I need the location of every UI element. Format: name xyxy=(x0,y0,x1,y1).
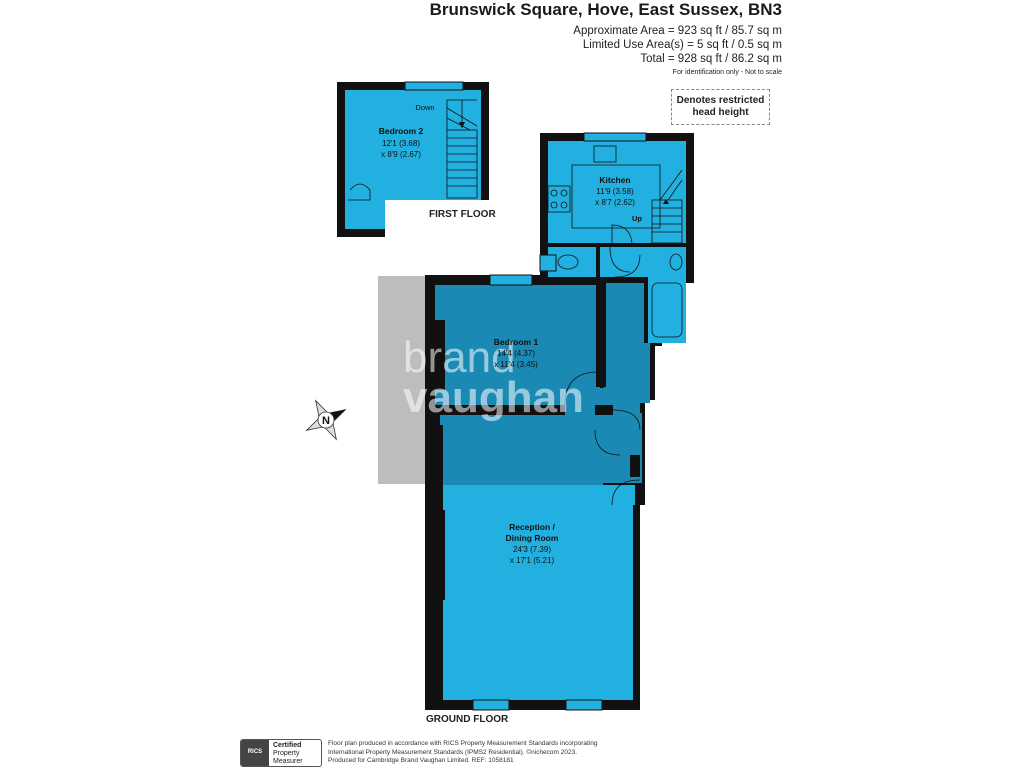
watermark: brand vaughan xyxy=(403,333,584,422)
footer-line-2: International Property Measurement Stand… xyxy=(328,748,578,756)
bedroom2-dim1: 12'1 (3.68) xyxy=(382,139,420,148)
kitchen-name: Kitchen xyxy=(599,175,630,185)
reception-name-2: Dining Room xyxy=(506,533,559,543)
kitchen-dim2: x 8'7 (2.62) xyxy=(595,198,635,207)
reception-dim2: x 17'1 (5.21) xyxy=(510,556,555,565)
rics-seal-text: RICS xyxy=(247,749,263,755)
compass-icon: N xyxy=(305,399,347,441)
page-title: Brunswick Square, Hove, East Sussex, BN3 xyxy=(429,0,782,19)
bedroom2-stair-label: Down xyxy=(415,103,434,112)
kitchen-dim1: 11'9 (3.58) xyxy=(596,187,634,196)
kitchen-stair-label: Up xyxy=(632,214,642,223)
badge-line-1: Certified xyxy=(273,742,302,749)
bedroom1-dim1: 14'4 (4.37) xyxy=(497,349,535,358)
badge-line-2: Property xyxy=(273,750,300,757)
footer-line-1: Floor plan produced in accordance with R… xyxy=(328,740,598,747)
total-area: Total = 928 sq ft / 86.2 sq m xyxy=(640,53,782,65)
bedroom2-name: Bedroom 2 xyxy=(379,126,424,136)
reception-dim1: 24'3 (7.39) xyxy=(513,545,551,554)
approximate-area: Approximate Area = 923 sq ft / 85.7 sq m xyxy=(573,25,782,37)
ground-floor-label: GROUND FLOOR xyxy=(426,714,509,725)
rics-badge: RICS Certified Property Measurer xyxy=(240,739,322,767)
bedroom2-dim2: x 8'9 (2.67) xyxy=(381,150,421,159)
legend-line-1: Denotes restricted xyxy=(676,95,765,106)
first-floor-plan xyxy=(337,81,489,240)
kitchen-area xyxy=(548,141,686,243)
legend-line-2: head height xyxy=(692,107,749,118)
first-floor-label: FIRST FLOOR xyxy=(429,209,496,220)
compass-label: N xyxy=(322,415,330,427)
limited-use-area: Limited Use Area(s) = 5 sq ft / 0.5 sq m xyxy=(582,39,782,51)
watermark-line-1: brand xyxy=(403,333,516,382)
ground-floor-plan xyxy=(425,132,694,711)
footer-line-3: Produced for Cambridge Brand Vaughan Lim… xyxy=(328,757,514,764)
badge-line-3: Measurer xyxy=(273,758,303,765)
bedroom1-name: Bedroom 1 xyxy=(494,337,539,347)
reception-name-1: Reception / xyxy=(509,522,555,532)
bedroom1-dim2: x 11'4 (3.45) xyxy=(494,360,538,369)
restricted-height-legend: Denotes restricted head height xyxy=(671,89,770,125)
scale-disclaimer: For identification only - Not to scale xyxy=(672,69,782,76)
rics-seal-icon: RICS xyxy=(241,740,269,766)
watermark-line-2: vaughan xyxy=(403,373,584,422)
reception-area xyxy=(443,425,603,485)
footer-text: Floor plan produced in accordance with R… xyxy=(328,740,648,766)
